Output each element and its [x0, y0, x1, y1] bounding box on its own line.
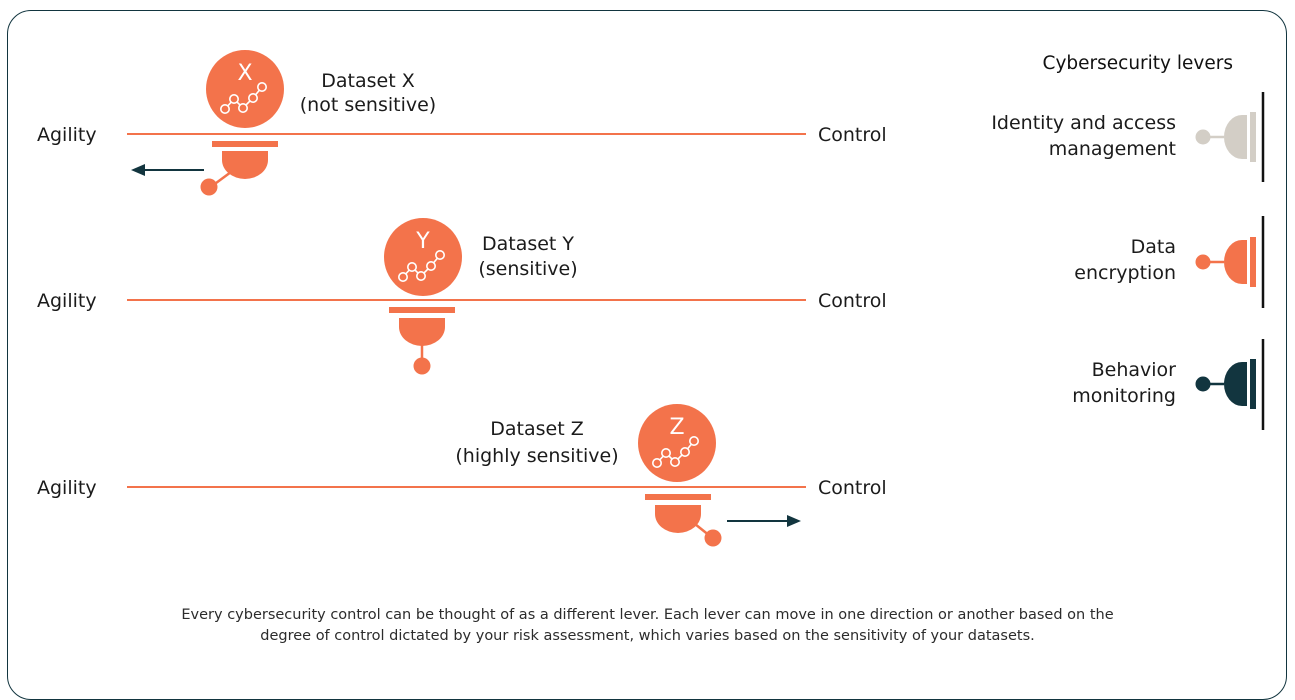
dataset-name: Dataset X: [321, 70, 414, 92]
dataset-sensitivity: (highly sensitive): [455, 445, 618, 467]
control-label: Control: [818, 290, 887, 312]
legend-label: Identity and access: [991, 112, 1176, 134]
legend-item-behavior-monitoring: Behavior monitoring: [1072, 339, 1265, 430]
lever-diagram: Agility Control X Dataset X (not sensiti…: [37, 50, 1265, 547]
legend-label: monitoring: [1072, 385, 1176, 407]
legend-title: Cybersecurity levers: [1043, 53, 1233, 74]
lever-handle[interactable]: [645, 494, 722, 547]
orange-lever-icon: [1195, 216, 1265, 308]
agility-label: Agility: [37, 290, 97, 312]
row-dataset-z: Agility Control Z Dataset Z (highly sens…: [37, 404, 887, 547]
dataset-letter: Z: [669, 415, 684, 440]
agility-label: Agility: [37, 477, 97, 499]
control-label: Control: [818, 124, 887, 146]
lever-handle[interactable]: [389, 307, 455, 375]
dataset-name: Dataset Z: [490, 418, 583, 440]
legend-item-identity-access: Identity and access management: [991, 92, 1265, 182]
footer-line: degree of control dictated by your risk …: [260, 628, 1035, 644]
row-dataset-x: Agility Control X Dataset X (not sensiti…: [37, 50, 887, 196]
legend-label: Behavior: [1092, 359, 1177, 381]
control-label: Control: [818, 477, 887, 499]
dataset-name: Dataset Y: [482, 233, 574, 255]
legend-label: Data: [1131, 236, 1176, 258]
arrow-left-icon: [131, 164, 204, 176]
dataset-x-icon: X: [206, 50, 284, 128]
dataset-z-icon: Z: [638, 404, 716, 482]
row-dataset-y: Agility Control Y Dataset Y (sensitive): [37, 218, 887, 375]
footer-line: Every cybersecurity control can be thoug…: [181, 607, 1114, 623]
dark-lever-icon: [1195, 339, 1265, 430]
dataset-sensitivity: (not sensitive): [300, 94, 436, 116]
dataset-letter: Y: [415, 229, 430, 254]
dataset-sensitivity: (sensitive): [478, 258, 577, 280]
legend: Cybersecurity levers Identity and access…: [991, 53, 1265, 430]
legend-label: encryption: [1074, 262, 1176, 284]
legend-label: management: [1049, 138, 1176, 160]
legend-item-data-encryption: Data encryption: [1074, 216, 1265, 308]
gray-lever-icon: [1195, 92, 1265, 182]
lever-handle[interactable]: [200, 141, 279, 196]
dataset-y-icon: Y: [384, 218, 462, 296]
footer-caption: Every cybersecurity control can be thoug…: [50, 605, 1245, 647]
agility-label: Agility: [37, 124, 97, 146]
arrow-right-icon: [727, 515, 801, 527]
dataset-letter: X: [237, 61, 252, 86]
